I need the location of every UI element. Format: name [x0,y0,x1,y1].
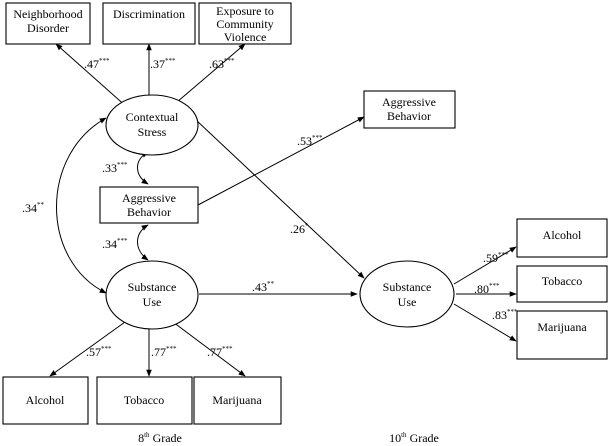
node-marijuana-10th: Marijuana [516,310,608,360]
coef-su8-alcohol: .57*** [86,345,112,359]
node-tobacco-10th: Tobacco [516,265,608,303]
coef-su8-tobacco: .77*** [151,345,177,359]
node-substance-use-8th: Substance Use [105,260,199,330]
node-marijuana-8th: Marijuana [193,376,282,425]
svg-text:Aggressive: Aggressive [122,191,176,205]
path-su10-marijuana [453,303,517,342]
node-substance-use-10th: Substance Use [359,260,455,328]
svg-text:Substance: Substance [128,280,177,294]
svg-text:Behavior: Behavior [127,205,171,219]
coef-violence: .63*** [209,57,235,71]
coef-su10-marijuana: .83*** [492,308,518,322]
svg-text:Discrimination: Discrimination [113,7,185,21]
coef-su8-marijuana: .77*** [207,345,233,359]
svg-text:Alcohol: Alcohol [26,393,65,407]
svg-text:Marijuana: Marijuana [212,393,262,407]
svg-text:Tobacco: Tobacco [124,393,164,407]
path-su8-marijuana [172,321,246,377]
paths [49,43,517,377]
grade-10-label: 10th Grade [389,431,439,445]
path-cs-su-correlation [56,117,107,294]
coef-cs-su10: .26* [290,222,309,236]
coef-agg-su: .34*** [102,237,128,251]
path-agg-su-correlation [137,224,149,261]
svg-text:Violence: Violence [224,30,267,44]
node-aggressive-behavior-8th: Aggressive Behavior [99,186,199,224]
svg-text:Behavior: Behavior [387,109,431,123]
path-cs-agg-correlation [137,151,149,185]
coefficients: .47*** .37*** .63*** .33*** .34*** .34**… [22,57,518,359]
svg-text:Neighborhood: Neighborhood [13,7,82,21]
svg-text:Marijuana: Marijuana [537,320,587,334]
svg-text:Aggressive: Aggressive [382,95,436,109]
svg-text:Stress: Stress [138,125,167,139]
grade-8-label: 8th Grade [138,431,182,445]
coef-cs-agg: .33*** [102,161,128,175]
svg-text:Contextual: Contextual [126,110,179,124]
svg-text:Exposure to: Exposure to [216,4,274,18]
svg-text:Substance: Substance [383,280,432,294]
path-cs-neighborhood [55,43,129,109]
svg-text:Disorder: Disorder [27,21,69,35]
node-discrimination: Discrimination [102,2,196,45]
path-su8-alcohol [49,321,126,377]
coef-agg-agg10: .53*** [297,134,323,148]
node-tobacco-8th: Tobacco [96,376,193,425]
coef-su8-su10: .43** [252,280,275,294]
node-exposure-community-violence: Exposure to Community Violence [198,2,292,45]
node-alcohol-10th: Alcohol [516,218,608,258]
svg-text:Alcohol: Alcohol [543,228,582,242]
coef-su10-tobacco: .80*** [474,282,500,296]
coef-su10-alcohol: .59*** [483,251,509,265]
node-neighborhood-disorder: Neighborhood Disorder [5,2,91,45]
path-agg8-agg10 [197,116,365,206]
coef-neighborhood: .47*** [84,57,110,71]
node-contextual-stress: Contextual Stress [105,94,199,156]
svg-text:Tobacco: Tobacco [542,274,582,288]
coef-cs-su: .34** [22,201,45,215]
path-cs-violence [169,43,246,109]
node-alcohol-8th: Alcohol [2,376,89,425]
svg-text:Community: Community [216,17,273,31]
svg-text:Use: Use [398,295,417,309]
path-su10-alcohol [453,246,517,285]
path-cs-su10 [195,119,365,279]
coef-discrimination: .37*** [150,57,176,71]
node-aggressive-behavior-10th: Aggressive Behavior [363,90,456,129]
svg-text:Use: Use [143,295,162,309]
